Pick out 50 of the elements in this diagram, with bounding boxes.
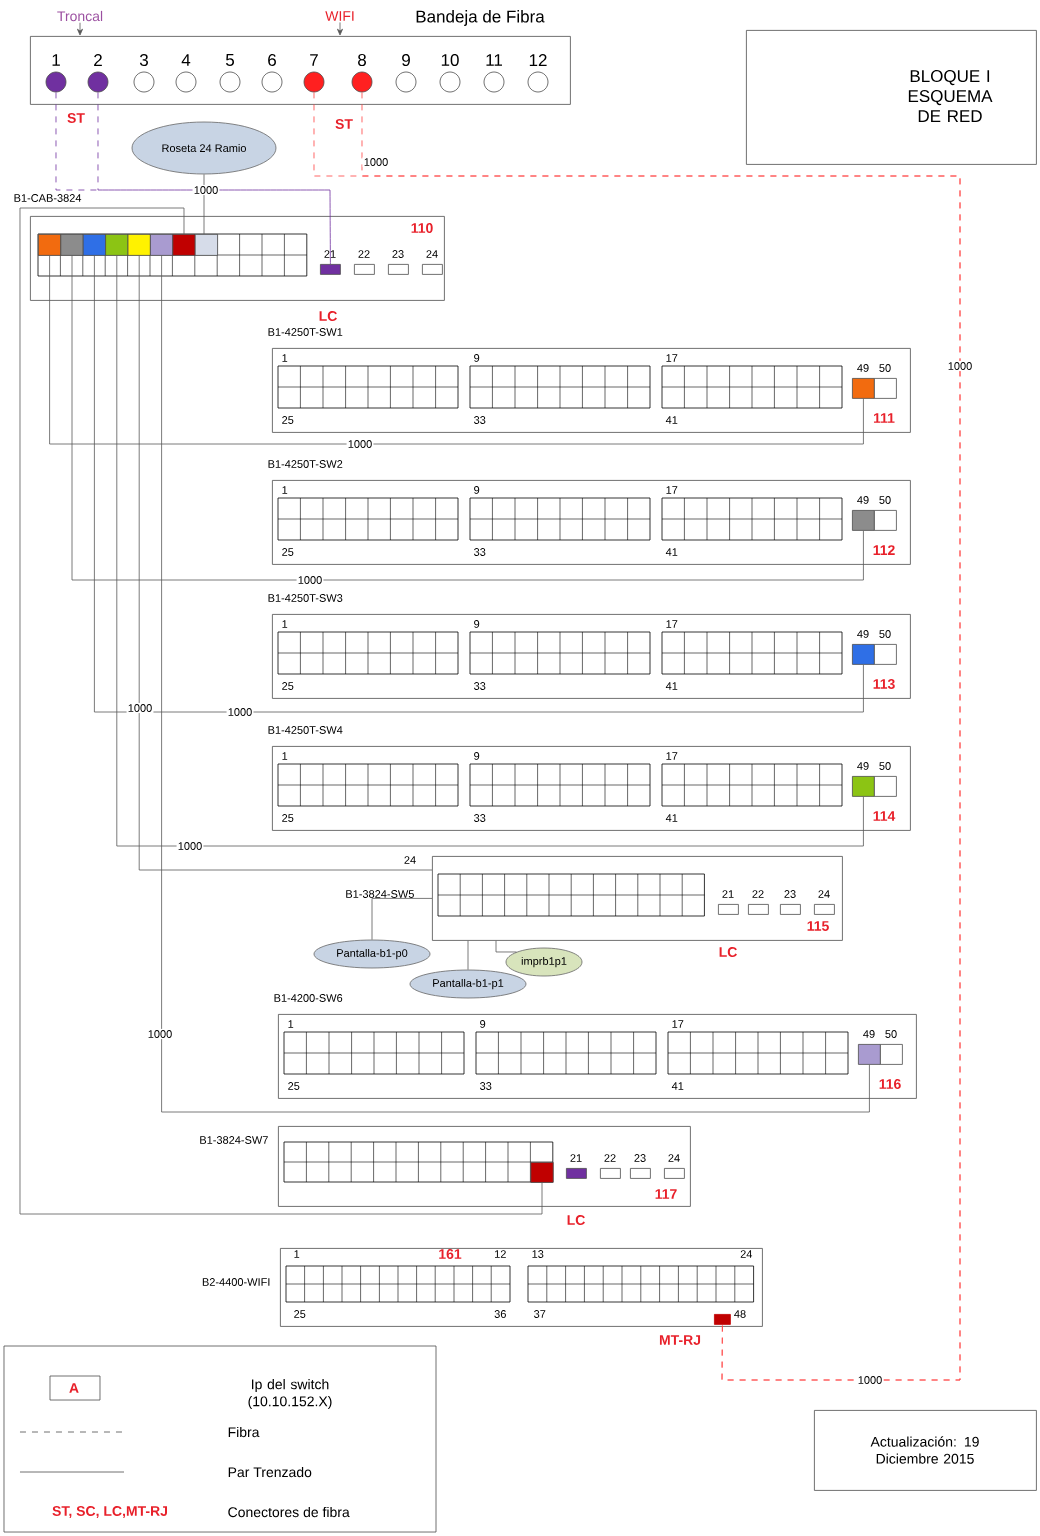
node-label: 4 (181, 54, 191, 66)
fiber-port: 8 (351, 54, 373, 93)
node-label: 7 (310, 54, 318, 66)
cable (371, 898, 433, 940)
fiber-port: 12 (527, 54, 549, 93)
node-label: 1 (52, 54, 60, 66)
cable (116, 255, 864, 847)
cable (467, 940, 469, 970)
port-cell (60, 234, 84, 256)
port-cell (127, 234, 151, 256)
port-cell (194, 234, 218, 256)
fiber-port: 3 (133, 54, 155, 93)
port-cell (150, 234, 174, 256)
fiber-cable (97, 92, 331, 265)
node-label: 3 (139, 54, 148, 67)
node-label: 12 (529, 54, 547, 66)
port-cell (105, 234, 129, 256)
fiber-port: 5 (219, 54, 241, 93)
cable (138, 255, 433, 871)
node-label: 5 (225, 54, 235, 66)
arrow (337, 22, 343, 36)
fiber-cable (55, 92, 331, 265)
node-label: 8 (358, 54, 366, 67)
fiber-port: 10 (439, 54, 461, 93)
fiber-port: 2 (87, 54, 109, 93)
cable (495, 940, 517, 953)
cable (161, 255, 870, 1113)
cable (203, 174, 205, 235)
fiber-port: 1 (45, 54, 67, 93)
node-label: 11 (486, 54, 502, 66)
cable (94, 255, 864, 713)
fiber-port: 7 (303, 54, 325, 93)
node-label: 2 (94, 54, 102, 66)
fiber-port: 11 (483, 54, 505, 93)
node-label: 6 (268, 54, 276, 67)
node-label: Bandeja de Fibra (416, 10, 545, 26)
node-label: 9 (402, 54, 410, 67)
port-cell (172, 234, 196, 256)
cable (19, 207, 543, 1215)
node-label: 10 (441, 54, 459, 67)
arrow (77, 22, 83, 36)
title-block: BLOQUE I ESQUEMA DE RED (746, 30, 1037, 165)
fiber-port: 6 (261, 54, 283, 93)
cable (71, 255, 864, 581)
fiber-port: 9 (395, 54, 417, 93)
fiber-port: 4 (175, 54, 197, 93)
cable (49, 255, 864, 445)
port-cell (530, 1162, 554, 1183)
port-cell (82, 234, 106, 256)
port-cell (38, 234, 62, 256)
